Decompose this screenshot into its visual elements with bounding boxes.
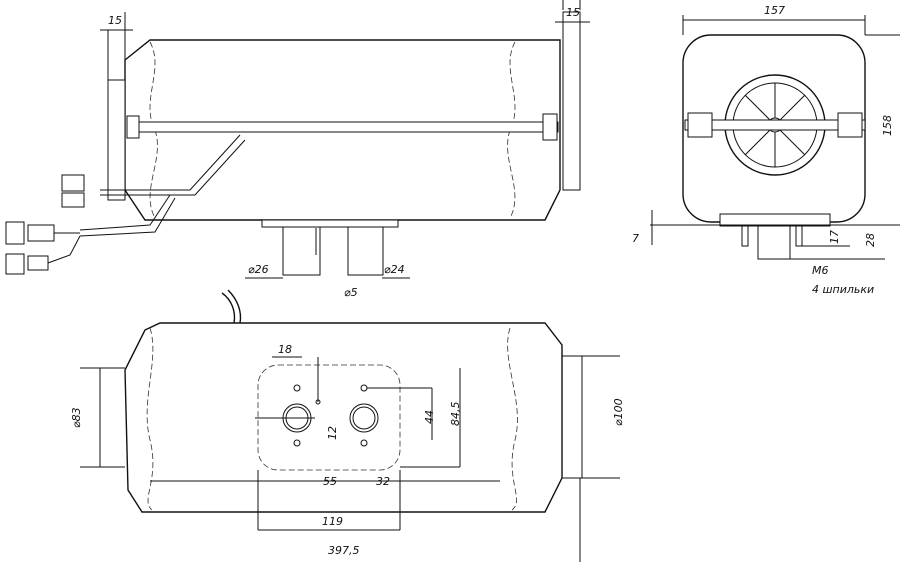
dim-label: 15 <box>566 6 580 19</box>
connector <box>27 255 49 271</box>
nut <box>542 113 558 141</box>
connector <box>27 224 55 242</box>
dim-label: 15 <box>108 14 122 27</box>
dim-label: 28 <box>864 233 877 247</box>
dim-label: 44 <box>423 410 436 424</box>
dim-label: 84,5 <box>449 402 462 427</box>
side-view: 157 158 7 17 28 M6 4 шпильки <box>632 4 900 296</box>
dim-label: 397,5 <box>328 544 360 557</box>
flange <box>561 355 583 479</box>
outlet-right <box>347 226 384 276</box>
dim-label: ⌀100 <box>612 398 625 426</box>
dim-label: M6 <box>812 264 829 277</box>
dim-label: 12 <box>326 426 339 440</box>
studs-note: 4 шпильки <box>812 283 874 296</box>
outlet <box>757 225 791 260</box>
mount-rod <box>684 119 866 131</box>
dim-label: 18 <box>278 343 292 356</box>
base-plate <box>261 219 399 228</box>
stud-hole <box>293 439 301 447</box>
outlet-left <box>282 226 321 276</box>
mount-plate <box>257 364 401 471</box>
wire-harness <box>79 194 176 237</box>
bottom-view: 18 ⌀83 12 44 84,5 55 32 119 397,5 ⌀100 <box>70 289 625 562</box>
dim-label: ⌀26 <box>248 263 269 276</box>
stud <box>795 225 803 247</box>
exhaust-pipe <box>221 289 242 324</box>
fuel-line <box>100 134 246 196</box>
base-plate <box>719 213 831 227</box>
dim-label: ⌀83 <box>70 407 83 428</box>
left-plate <box>107 79 126 201</box>
dim-label: ⌀24 <box>384 263 405 276</box>
connector <box>5 253 25 275</box>
nut <box>126 115 140 139</box>
stud-hole <box>360 439 368 447</box>
dim-label: 55 <box>323 475 337 488</box>
heater-body <box>124 322 563 513</box>
dim-label: 158 <box>881 115 894 136</box>
dim-label: 17 <box>828 230 841 244</box>
stud-hole <box>360 384 368 392</box>
connector <box>5 221 25 245</box>
right-flange <box>562 11 581 191</box>
stud <box>741 225 749 247</box>
dim-label: 32 <box>376 475 390 488</box>
outlet-right <box>349 403 379 433</box>
mount-rod <box>127 121 559 133</box>
dim-label: 157 <box>764 4 785 17</box>
dim-label: 119 <box>322 515 343 528</box>
stud-hole <box>293 384 301 392</box>
top-view: 15 15 ⌀26 ⌀24 ⌀5 <box>5 0 590 299</box>
dim-label: 7 <box>632 232 639 245</box>
dim-label: ⌀5 <box>344 286 358 299</box>
